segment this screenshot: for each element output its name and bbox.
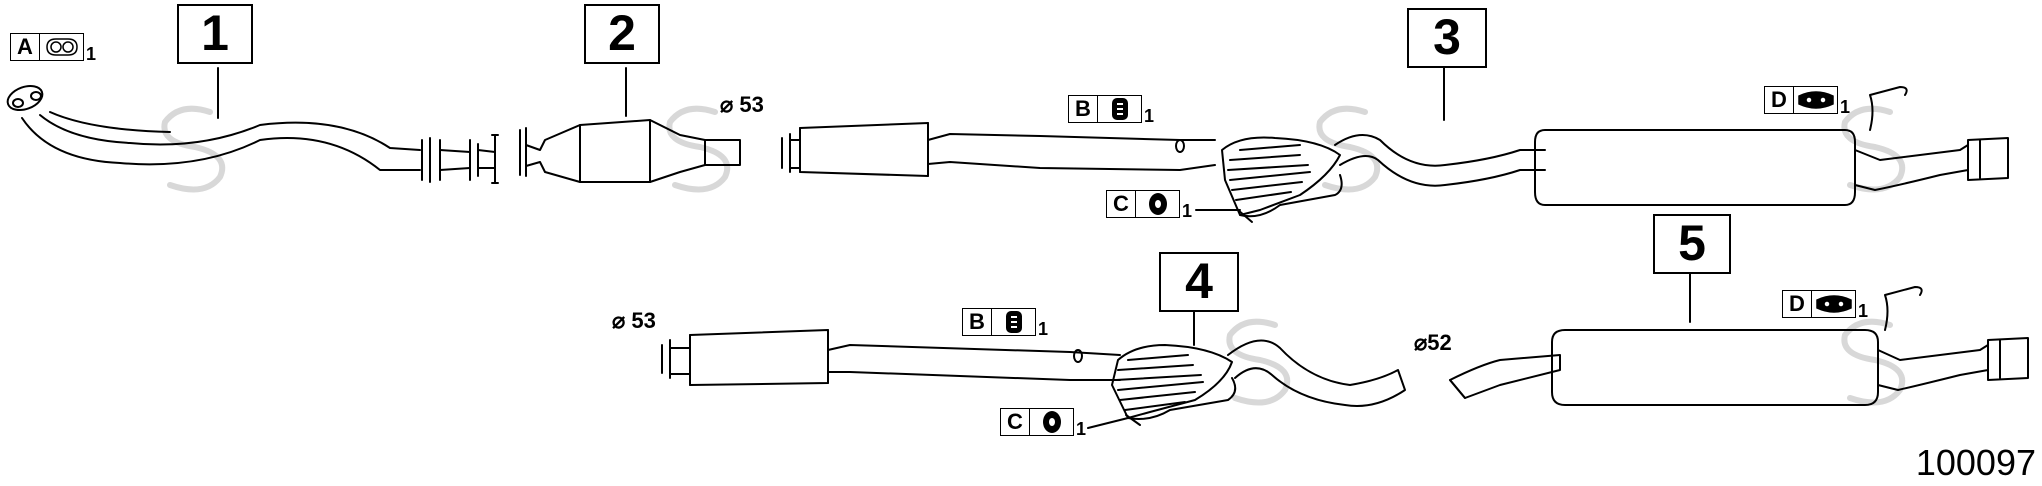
tag-quantity: 1	[1144, 105, 1155, 126]
rear-silencer-part-5	[1449, 286, 2029, 406]
tag-letter: D	[1782, 290, 1812, 318]
rubber-ring-icon	[1030, 408, 1074, 436]
center-rear-assembly-part-3	[781, 86, 2009, 223]
mounting-strap-icon	[1794, 86, 1838, 114]
part-tag-d: D 1	[1782, 290, 1868, 321]
callout-5: 5	[1653, 214, 1731, 274]
part-tag-b: B 1	[1068, 95, 1154, 126]
rubber-hanger-icon	[992, 308, 1036, 336]
diameter-label: ⌀ 53	[720, 92, 764, 117]
part-tag-c: C 1	[1106, 190, 1192, 221]
mounting-strap-icon	[1812, 290, 1856, 318]
callout-2: 2	[584, 4, 660, 64]
center-section-part-4	[661, 329, 1406, 426]
gasket-icon	[40, 33, 84, 61]
tag-quantity: 1	[1076, 418, 1087, 439]
watermark-s	[161, 105, 1906, 406]
tag-quantity: 1	[1840, 96, 1851, 117]
leader-line-c-bottom	[1087, 417, 1129, 429]
tag-letter: D	[1764, 86, 1794, 114]
tag-letter: C	[1106, 190, 1136, 218]
drawing-code: 100097	[1915, 442, 2036, 483]
part-tag-d: D 1	[1764, 86, 1850, 117]
tag-letter: C	[1000, 408, 1030, 436]
rubber-ring-icon	[1136, 190, 1180, 218]
tag-letter: B	[1068, 95, 1098, 123]
callout-1: 1	[177, 4, 253, 64]
callout-3: 3	[1407, 8, 1487, 68]
catalytic-converter-part-2	[519, 119, 741, 183]
part-tag-a: A 1	[10, 33, 96, 64]
rubber-hanger-icon	[1098, 95, 1142, 123]
diameter-label: ⌀52	[1414, 330, 1452, 355]
tag-letter: B	[962, 308, 992, 336]
tag-quantity: 1	[1182, 200, 1193, 221]
part-tag-c: C 1	[1000, 408, 1086, 439]
callout-4: 4	[1159, 252, 1239, 312]
tag-letter: A	[10, 33, 40, 61]
tag-quantity: 1	[1858, 300, 1869, 321]
part-tag-b: B 1	[962, 308, 1048, 339]
diameter-label: ⌀ 53	[612, 308, 656, 333]
tag-quantity: 1	[86, 43, 97, 64]
tag-quantity: 1	[1038, 318, 1049, 339]
front-pipe-part-1	[6, 84, 499, 184]
